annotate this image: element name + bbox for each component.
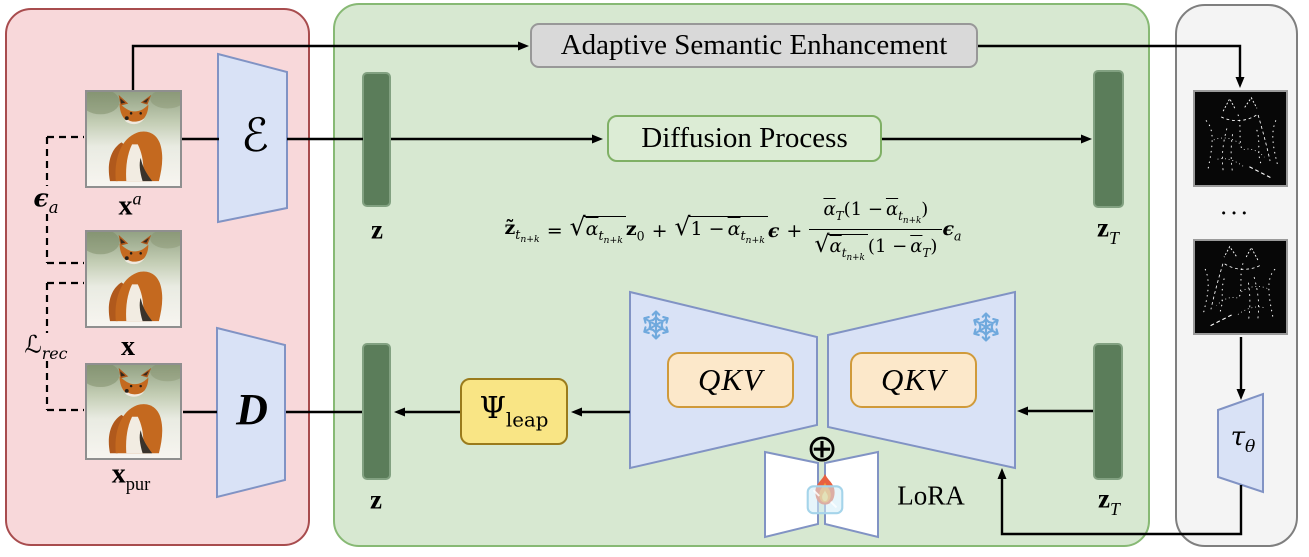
z-bottom-label: z xyxy=(370,484,382,515)
circled-plus-icon: ⊕ xyxy=(806,426,838,470)
fox-photo-icon xyxy=(87,232,180,326)
adaptive-semantic-enhancement-box: Adaptive Semantic Enhancement xyxy=(530,23,978,68)
zT-bottom-label: zT xyxy=(1098,483,1120,519)
clean-image xyxy=(85,230,182,328)
formula-z0: z0 xyxy=(625,218,645,244)
diffusion-label: Diffusion Process xyxy=(641,122,848,154)
formula-epsilon-a: ϵa xyxy=(942,218,962,244)
ellipsis-dots: ··· xyxy=(1220,203,1252,225)
psi-leap-box: Ψleap xyxy=(460,378,568,445)
fox-photo-icon xyxy=(87,92,180,186)
edge-map-1 xyxy=(1193,90,1288,187)
fire-ice-icon xyxy=(806,473,844,515)
qkv-left-label: QKV xyxy=(698,362,763,397)
encoder-label: ℰ xyxy=(241,108,269,162)
formula-equals: = xyxy=(546,220,563,242)
formula-epsilon: ϵ xyxy=(767,220,780,242)
formula-sqrt-term-1: √αtn+k xyxy=(570,214,626,246)
fox-photo-icon xyxy=(87,365,180,458)
latent-zT-bar-bottom xyxy=(1093,343,1123,480)
zT-top-label: zT xyxy=(1097,212,1119,248)
snowflake-icon xyxy=(643,310,669,340)
ase-label: Adaptive Semantic Enhancement xyxy=(560,29,948,61)
edge-map-icon xyxy=(1195,241,1286,333)
psi-leap-label: Ψleap xyxy=(479,391,549,432)
formula-fraction: αT(1 −αtn+k) √αtn+k(1 −αT) xyxy=(809,199,943,263)
tau-theta-label: τθ xyxy=(1230,421,1256,458)
latent-z-bar-bottom xyxy=(362,343,391,480)
qkv-left-box: QKV xyxy=(667,352,794,408)
formula-plus: + xyxy=(651,220,668,242)
purified-image xyxy=(85,363,182,460)
formula-lhs: z̃tn+k xyxy=(504,216,540,246)
latent-zT-bar-top xyxy=(1093,70,1124,208)
diffusion-process-box: Diffusion Process xyxy=(607,115,882,162)
l-rec-label: ℒrec xyxy=(24,330,68,363)
edge-map-2 xyxy=(1193,239,1288,335)
formula-plus: + xyxy=(786,220,803,242)
formula-sqrt-term-2: √1 −αtn+k xyxy=(675,214,768,246)
latent-z-bar-top xyxy=(362,72,391,207)
z-top-label: z xyxy=(371,214,383,245)
leapfrog-noise-formula: z̃tn+k = √αtn+k z0 + √1 −αtn+k ϵ + αT(1 … xyxy=(448,184,1018,278)
edge-map-icon xyxy=(1195,92,1286,185)
qkv-right-label: QKV xyxy=(881,362,946,397)
decoder-label: D xyxy=(236,385,268,434)
lora-label: LoRA xyxy=(897,480,965,511)
x-label: x xyxy=(121,331,135,362)
x-pur-label: xpur xyxy=(111,458,151,495)
x-adv-label: xa xyxy=(118,188,142,222)
qkv-right-box: QKV xyxy=(850,352,977,408)
snowflake-icon xyxy=(973,312,999,342)
epsilon-a-label: ϵa xyxy=(33,183,59,218)
adversarial-image xyxy=(85,90,182,188)
